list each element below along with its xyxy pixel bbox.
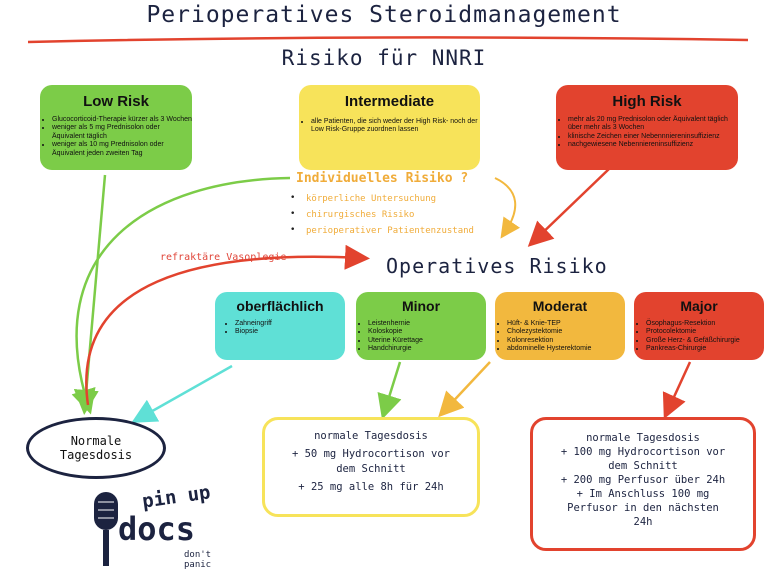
individual-risk-item: chirurgisches Risiko: [290, 209, 474, 220]
logo-tagline: don't panic: [184, 550, 212, 570]
op-minor-item: Koloskopie: [368, 328, 486, 336]
op-moderat-item: Kolonresektion: [507, 337, 625, 345]
individual-risk-title: Individuelles Risiko ?: [296, 171, 469, 186]
outcome-moderate-line: + 25 mg alle 8h für 24h: [298, 481, 444, 493]
op-major-item: Protocolektomie: [646, 328, 764, 336]
outcome-moderate-box: normale Tagesdosis + 50 mg Hydrocortison…: [262, 417, 480, 517]
arrow-refractory: [85, 244, 370, 406]
outcome-normal-oval: Normale Tagesdosis: [26, 417, 166, 479]
op-major-label: Major: [680, 298, 718, 314]
risk-intermediate-item: alle Patienten, die sich weder der High …: [311, 118, 480, 135]
op-superficial-label: oberflächlich: [236, 298, 324, 314]
outcome-major-line: dem Schnitt: [608, 460, 678, 472]
risk-low-item: Glucocorticoid-Therapie kürzer als 3 Woc…: [52, 116, 192, 124]
outcome-moderate-line: + 50 mg Hydrocortison vor: [291, 448, 451, 460]
risk-high-item: nachgewiesene Nebenniereninsuffizienz: [568, 141, 738, 149]
arrow-intermediate-to-normal: [71, 176, 291, 415]
op-minor-label: Minor: [401, 298, 441, 314]
risk-box-high: High Risk mehr als 20 mg Prednisolon ode…: [556, 85, 738, 170]
outcome-major-line: Perfusor in den nächsten: [567, 502, 719, 514]
individual-risk-item: körperliche Untersuchung: [290, 193, 474, 204]
risk-high-item: klinische Zeichen einer Nebennniereninsu…: [568, 133, 738, 141]
outcome-moderate-line: normale Tagesdosis: [314, 430, 428, 442]
logo-line1: pin up: [140, 481, 212, 513]
arrow-high-to-operative: [527, 167, 611, 247]
op-superficial-item: Zahneingriff: [235, 320, 345, 328]
arrow-minor-to-outcome: [377, 361, 402, 420]
outcome-major-line: normale Tagesdosis: [586, 432, 700, 444]
subtitle: Risiko für NNRI: [281, 46, 487, 70]
risk-high-label: High Risk: [612, 93, 682, 110]
op-major-item: Pankreas-Chirurgie: [646, 345, 764, 353]
outcome-normal-line: Normale: [70, 434, 122, 448]
outcome-major-line: 24h: [633, 516, 653, 528]
logo-line2: docs: [118, 510, 196, 548]
risk-box-intermediate: Intermediate alle Patienten, die sich we…: [299, 85, 480, 170]
op-box-superficial: oberflächlich Zahneingriff Biopsie: [215, 292, 345, 360]
op-superficial-item: Biopsie: [235, 328, 345, 336]
op-moderat-label: Moderat: [532, 298, 588, 314]
op-minor-item: Uterine Kürettage: [368, 337, 486, 345]
risk-high-item: mehr als 20 mg Prednisolon oder Äquivale…: [568, 116, 738, 133]
outcome-major-line: + 200 mg Perfusor über 24h: [560, 474, 726, 486]
op-moderat-item: Cholezystektomie: [507, 328, 625, 336]
op-major-item: Große Herz- & Gefäßchirurgie: [646, 337, 764, 345]
operative-risk-title: Operatives Risiko: [386, 254, 608, 278]
risk-low-label: Low Risk: [83, 93, 149, 110]
op-minor-item: Leistenhernie: [368, 320, 486, 328]
outcome-major-line: + 100 mg Hydrocortison vor: [560, 446, 726, 458]
microphone-icon: [94, 492, 118, 566]
op-minor-item: Handchirurgie: [368, 345, 486, 353]
op-box-moderat: Moderat Hüft- & Knie-TEP Cholezystektomi…: [495, 292, 625, 360]
pinupdocs-logo: pin up docs don't panic: [88, 481, 238, 572]
refractory-vasoplegia-label: refraktäre Vasoplegie: [160, 252, 287, 263]
outcome-major-line: + Im Anschluss 100 mg: [576, 488, 710, 500]
page-title: Perioperatives Steroidmanagement: [146, 2, 622, 28]
individual-risk-item: perioperativer Patientenzustand: [290, 225, 474, 236]
op-box-minor: Minor Leistenhernie Koloskopie Uterine K…: [356, 292, 486, 360]
outcome-major-box: normale Tagesdosis + 100 mg Hydrocortiso…: [530, 417, 756, 551]
op-moderat-item: Hüft- & Knie-TEP: [507, 320, 625, 328]
op-moderat-item: abdominelle Hysterektomie: [507, 345, 625, 353]
arrow-individual-to-operative: [494, 177, 521, 239]
risk-box-low: Low Risk Glucocorticoid-Therapie kürzer …: [40, 85, 192, 170]
arrow-superficial-to-normal: [131, 364, 233, 423]
arrow-moderat-to-outcome: [438, 361, 491, 418]
risk-low-item: weniger als 5 mg Prednisolon oder Äquiva…: [52, 124, 192, 141]
op-major-item: Ösophagus-Resektion: [646, 320, 764, 328]
risk-low-item: weniger als 10 mg Prednisolon oder Äquiv…: [52, 141, 192, 158]
risk-intermediate-label: Intermediate: [344, 93, 435, 110]
outcome-moderate-line: dem Schnitt: [336, 463, 406, 475]
individual-risk-list: körperliche Untersuchung chirurgisches R…: [290, 193, 474, 242]
arrow-major-to-outcome: [662, 361, 692, 420]
op-box-major: Major Ösophagus-Resektion Protocolektomi…: [634, 292, 764, 360]
outcome-normal-line: Tagesdosis: [59, 448, 133, 462]
